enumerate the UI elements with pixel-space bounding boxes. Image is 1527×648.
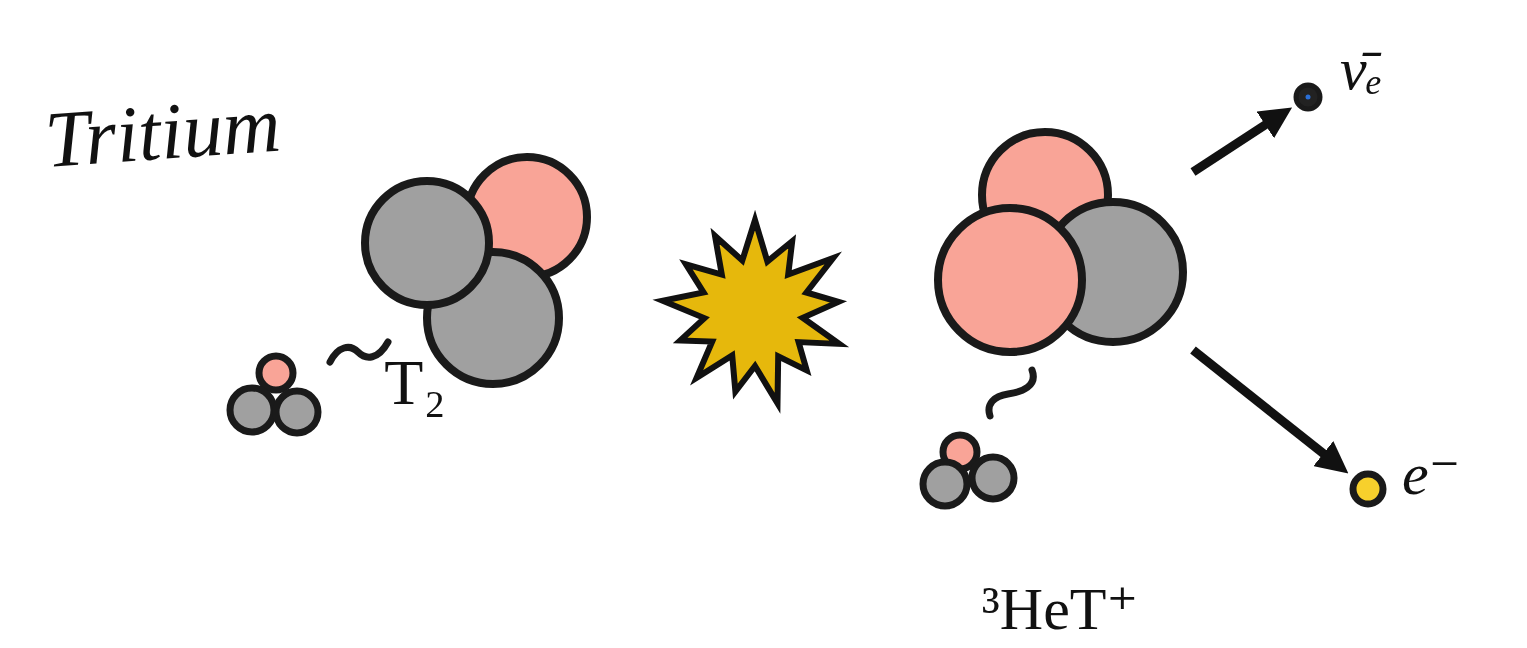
atom-circle [259,356,293,390]
emission-arrow [1193,350,1330,459]
small-tritium-molecule [230,356,318,433]
atom-circle [1353,474,1383,504]
shape-outline [1294,83,1322,111]
atom-circle [365,181,489,305]
antineutrino-particle: ν̄ₑ [1294,83,1322,111]
tritium-molecule: T₂ [360,148,596,392]
atom-circle [1296,85,1320,109]
particle-label: ³HeT⁺ [982,579,1138,639]
atom-circle [923,462,967,506]
particle-label: T₂ [384,351,445,415]
title-label: Tritium [42,84,283,180]
tilde-link [330,342,388,362]
atom-circle [276,391,318,433]
atom-circle [230,388,274,432]
electron-particle: e⁻ [1348,469,1388,509]
atom-circle [1306,95,1311,100]
helium-tritide-molecule: ³HeT⁺ [935,125,1193,357]
shape-outline [935,125,1193,357]
particle-label: ν̄ₑ [1340,39,1382,99]
particle-label: e⁻ [1402,444,1460,504]
decay-burst [663,220,840,403]
small-helium-molecule [923,435,1014,506]
atom-circle [938,208,1082,352]
tilde-link [989,370,1033,416]
atom-circle [972,457,1014,499]
shape-outline [1348,469,1388,509]
emission-arrow [1193,120,1272,172]
